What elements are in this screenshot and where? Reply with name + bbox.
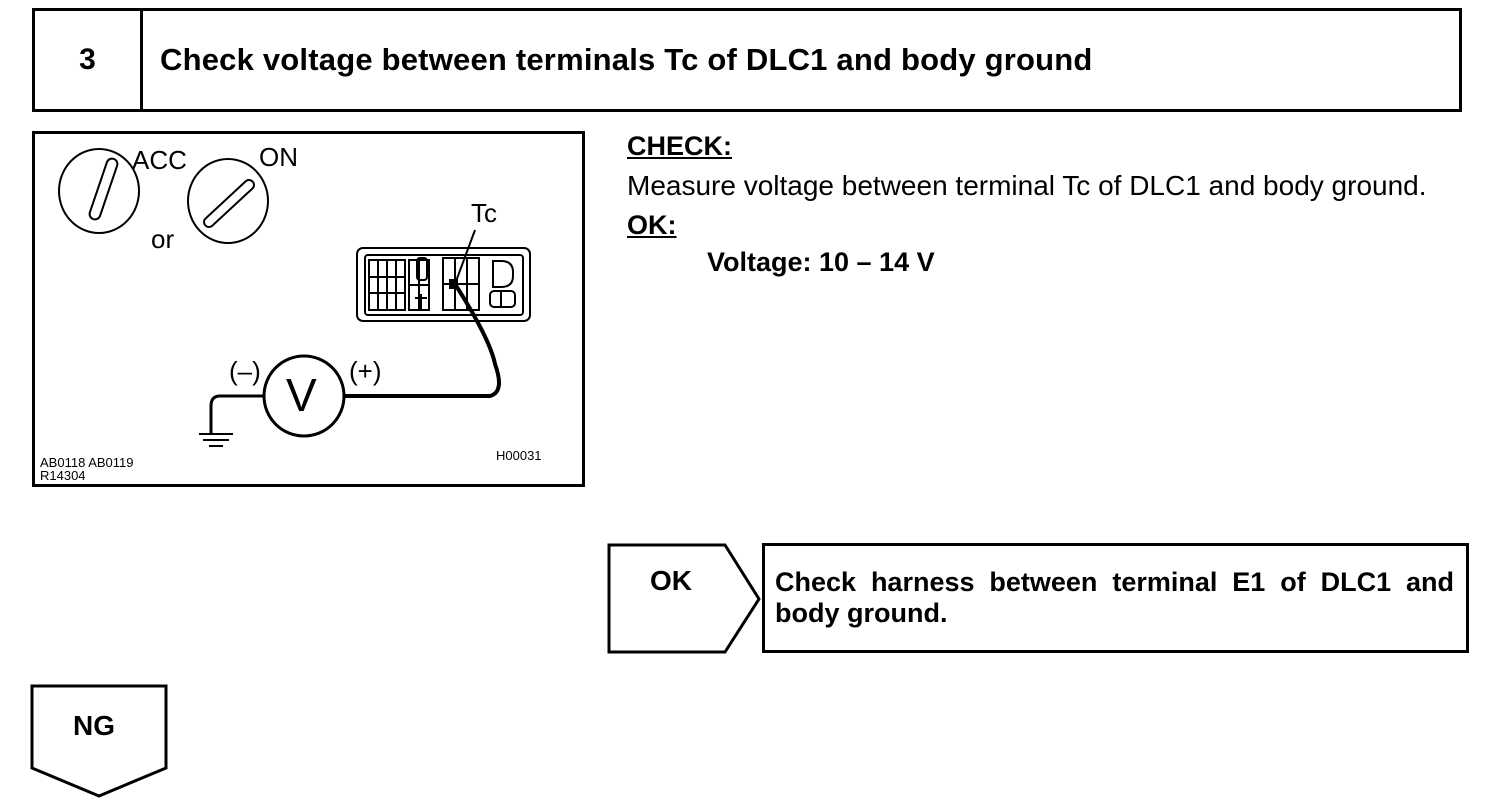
plus-label: (+) xyxy=(349,356,382,386)
or-label: or xyxy=(151,224,175,254)
check-section: CHECK: Measure voltage between terminal … xyxy=(627,127,1470,280)
step-header: 3 Check voltage between terminals Tc of … xyxy=(32,8,1462,112)
diagram-drawing xyxy=(58,148,531,447)
voltmeter-symbol: V xyxy=(286,369,317,421)
check-heading: CHECK: xyxy=(627,131,732,161)
dlc1-connector-icon xyxy=(356,247,531,322)
minus-label: (–) xyxy=(229,356,261,386)
figure-code-left: AB0118 AB0119 xyxy=(40,455,134,470)
wiring-diagram: ACC ON or Tc (–) (+) V AB0118 AB0119 R14… xyxy=(32,131,585,487)
check-text: Measure voltage between terminal Tc of D… xyxy=(627,170,1427,201)
figure-code-right: H00031 xyxy=(496,448,542,463)
ok-label: OK xyxy=(650,565,692,596)
voltage-spec: Voltage: 10 – 14 V xyxy=(707,247,935,277)
acc-label: ACC xyxy=(132,145,187,175)
step-title: Check voltage between terminals Tc of DL… xyxy=(160,42,1093,77)
tc-label: Tc xyxy=(471,198,497,228)
on-key-icon xyxy=(187,158,269,244)
ng-label: NG xyxy=(73,710,115,741)
ok-arrow-icon xyxy=(607,543,761,654)
ok-result-text: Check harness between terminal E1 of DLC… xyxy=(775,567,1454,628)
figure-code-left-2: R14304 xyxy=(40,468,86,483)
ng-arrow-icon xyxy=(30,684,168,798)
ground-icon xyxy=(199,433,233,447)
on-label: ON xyxy=(259,142,298,172)
ok-heading: OK: xyxy=(627,210,677,240)
acc-key-icon xyxy=(58,148,140,234)
step-number: 3 xyxy=(35,11,143,109)
ok-result-box: Check harness between terminal E1 of DLC… xyxy=(762,543,1469,653)
